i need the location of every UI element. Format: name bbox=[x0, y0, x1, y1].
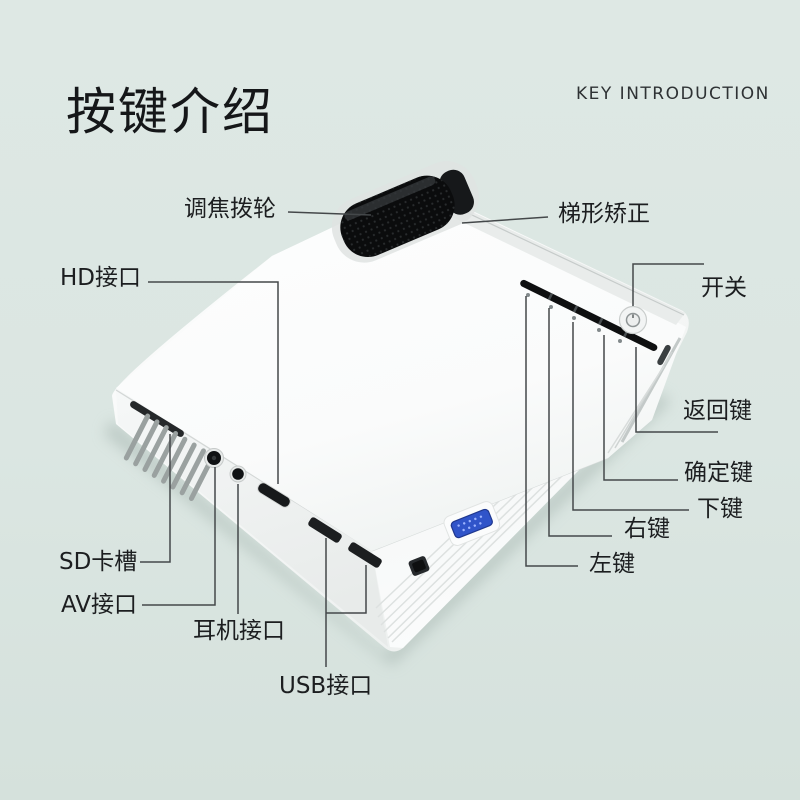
focus-wheel-group bbox=[331, 161, 479, 263]
label-power-switch: 开关 bbox=[701, 275, 747, 301]
sd-card-slot bbox=[130, 401, 184, 437]
button-glyphs bbox=[526, 293, 622, 343]
label-focus-dial: 调焦拨轮 bbox=[184, 196, 276, 222]
label-ok-key: 确定键 bbox=[684, 460, 753, 486]
ir-window-front bbox=[408, 556, 430, 576]
page-subtitle: KEY INTRODUCTION bbox=[576, 84, 770, 104]
bevel-seam bbox=[454, 206, 685, 316]
ir-window-side bbox=[657, 344, 671, 366]
usb-port-2 bbox=[348, 542, 382, 568]
label-keystone: 梯形矫正 bbox=[558, 201, 650, 227]
callout-line-keystone bbox=[461, 216, 549, 224]
callout-line-hd-port bbox=[148, 281, 279, 484]
top-bevel bbox=[450, 205, 685, 325]
callout-line-down-key bbox=[572, 322, 689, 511]
callout-line-ok-key bbox=[603, 335, 678, 481]
label-right-key: 右键 bbox=[624, 516, 670, 542]
device-top-face bbox=[116, 195, 686, 551]
vent-grille bbox=[123, 413, 216, 502]
device-side-ports-face bbox=[116, 388, 388, 647]
callout-line-sd-slot bbox=[140, 434, 171, 563]
label-hd-port: HD接口 bbox=[60, 265, 142, 291]
hd-port bbox=[257, 482, 291, 508]
usb-port-1 bbox=[308, 517, 342, 543]
callout-line-usb-2 bbox=[326, 565, 367, 614]
label-back-key: 返回键 bbox=[683, 398, 752, 424]
page-title: 按键介绍 bbox=[66, 83, 274, 141]
callout-line-left-key bbox=[525, 296, 578, 567]
label-down-key: 下键 bbox=[697, 496, 743, 522]
label-left-key: 左键 bbox=[589, 551, 635, 577]
label-sd-slot: SD卡槽 bbox=[59, 549, 138, 575]
headphone-jack bbox=[229, 465, 247, 483]
callout-line-right-key bbox=[548, 308, 612, 537]
vga-port bbox=[443, 501, 501, 546]
label-headphone-port: 耳机接口 bbox=[193, 618, 285, 644]
callout-line-power-switch bbox=[632, 263, 704, 306]
callout-line-back-key bbox=[635, 347, 718, 433]
label-av-port: AV接口 bbox=[61, 592, 137, 618]
av-jack bbox=[204, 448, 224, 468]
power-button bbox=[618, 305, 648, 335]
label-usb-port: USB接口 bbox=[279, 673, 373, 699]
callout-line-focus-dial bbox=[287, 211, 372, 216]
callout-line-av-port bbox=[142, 467, 216, 606]
